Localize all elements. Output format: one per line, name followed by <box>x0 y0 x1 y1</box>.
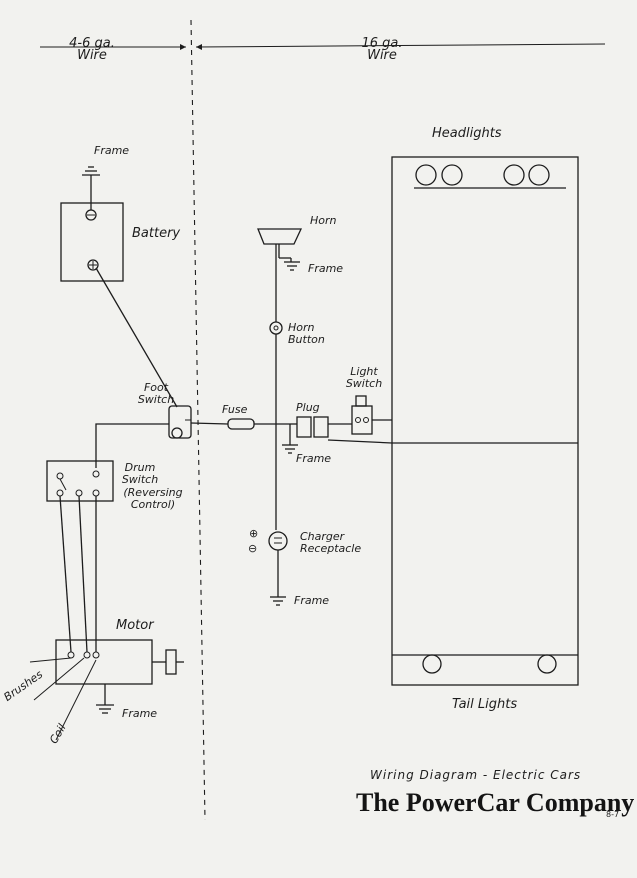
charger-ground-symbol <box>270 596 286 606</box>
gauge-divider-line <box>190 19 206 821</box>
horn-ground-symbol <box>284 261 300 271</box>
tail-lights-symbols <box>392 654 578 674</box>
light-wire-arrowhead <box>196 44 202 50</box>
motor-ground-symbol <box>96 704 114 714</box>
plug-frame-label: Frame <box>296 452 332 465</box>
motor-shaft-pulley <box>165 649 177 675</box>
plug-left-block <box>296 416 312 438</box>
plug-label: Plug <box>296 401 320 414</box>
charger-positive-sign: ⊕ <box>249 527 259 540</box>
motor-frame-label: Frame <box>122 707 158 720</box>
fuse-label: Fuse <box>222 403 248 416</box>
charger-frame-label: Frame <box>294 594 330 607</box>
light-switch-label: Light Switch <box>345 365 383 390</box>
battery-frame-label: Frame <box>94 144 130 157</box>
heavy-wire-arrowhead <box>180 44 186 50</box>
battery-label: Battery <box>132 226 181 241</box>
horn-frame-label: Frame <box>308 262 344 275</box>
company-name: The PowerCar Company <box>356 788 635 817</box>
plug-right-block <box>313 416 329 438</box>
battery-box <box>60 202 124 282</box>
charger-receptacle-symbol <box>268 531 288 551</box>
horn-button-label: Horn Button <box>288 321 325 346</box>
tail-lights-label: Tail Lights <box>452 697 518 712</box>
horn-symbol <box>257 228 303 245</box>
lighting-circuit-loop <box>391 156 579 686</box>
light-wire-gauge-label: 16 ga. Wire <box>361 36 403 63</box>
foot-switch-body <box>168 405 192 439</box>
fuse-symbol <box>227 418 255 430</box>
drum-switch-box <box>46 460 114 502</box>
horn-label: Horn <box>310 214 337 227</box>
diagram-title: Wiring Diagram - Electric Cars <box>370 768 582 782</box>
charger-negative-sign: ⊖ <box>248 542 258 555</box>
charger-receptacle-label: Charger Receptacle <box>300 530 362 555</box>
drum-switch-label: Drum Switch <box>121 461 159 486</box>
motor-label: Motor <box>116 618 154 633</box>
horn-button-symbol <box>269 321 283 335</box>
heavy-wire-gauge-label: 4-6 ga. Wire <box>69 36 115 63</box>
headlights-label: Headlights <box>432 126 502 141</box>
reversing-control-label: (Reversing Control) <box>123 486 183 511</box>
light-wire-arrow <box>195 43 606 48</box>
headlights-symbols <box>414 164 566 189</box>
battery-positive-terminal <box>87 259 99 271</box>
battery-ground-symbol <box>82 166 100 176</box>
foot-switch-label: Foot Switch <box>137 381 175 406</box>
page-number: 8-7 <box>606 810 620 819</box>
plug-ground-symbol <box>282 444 298 454</box>
